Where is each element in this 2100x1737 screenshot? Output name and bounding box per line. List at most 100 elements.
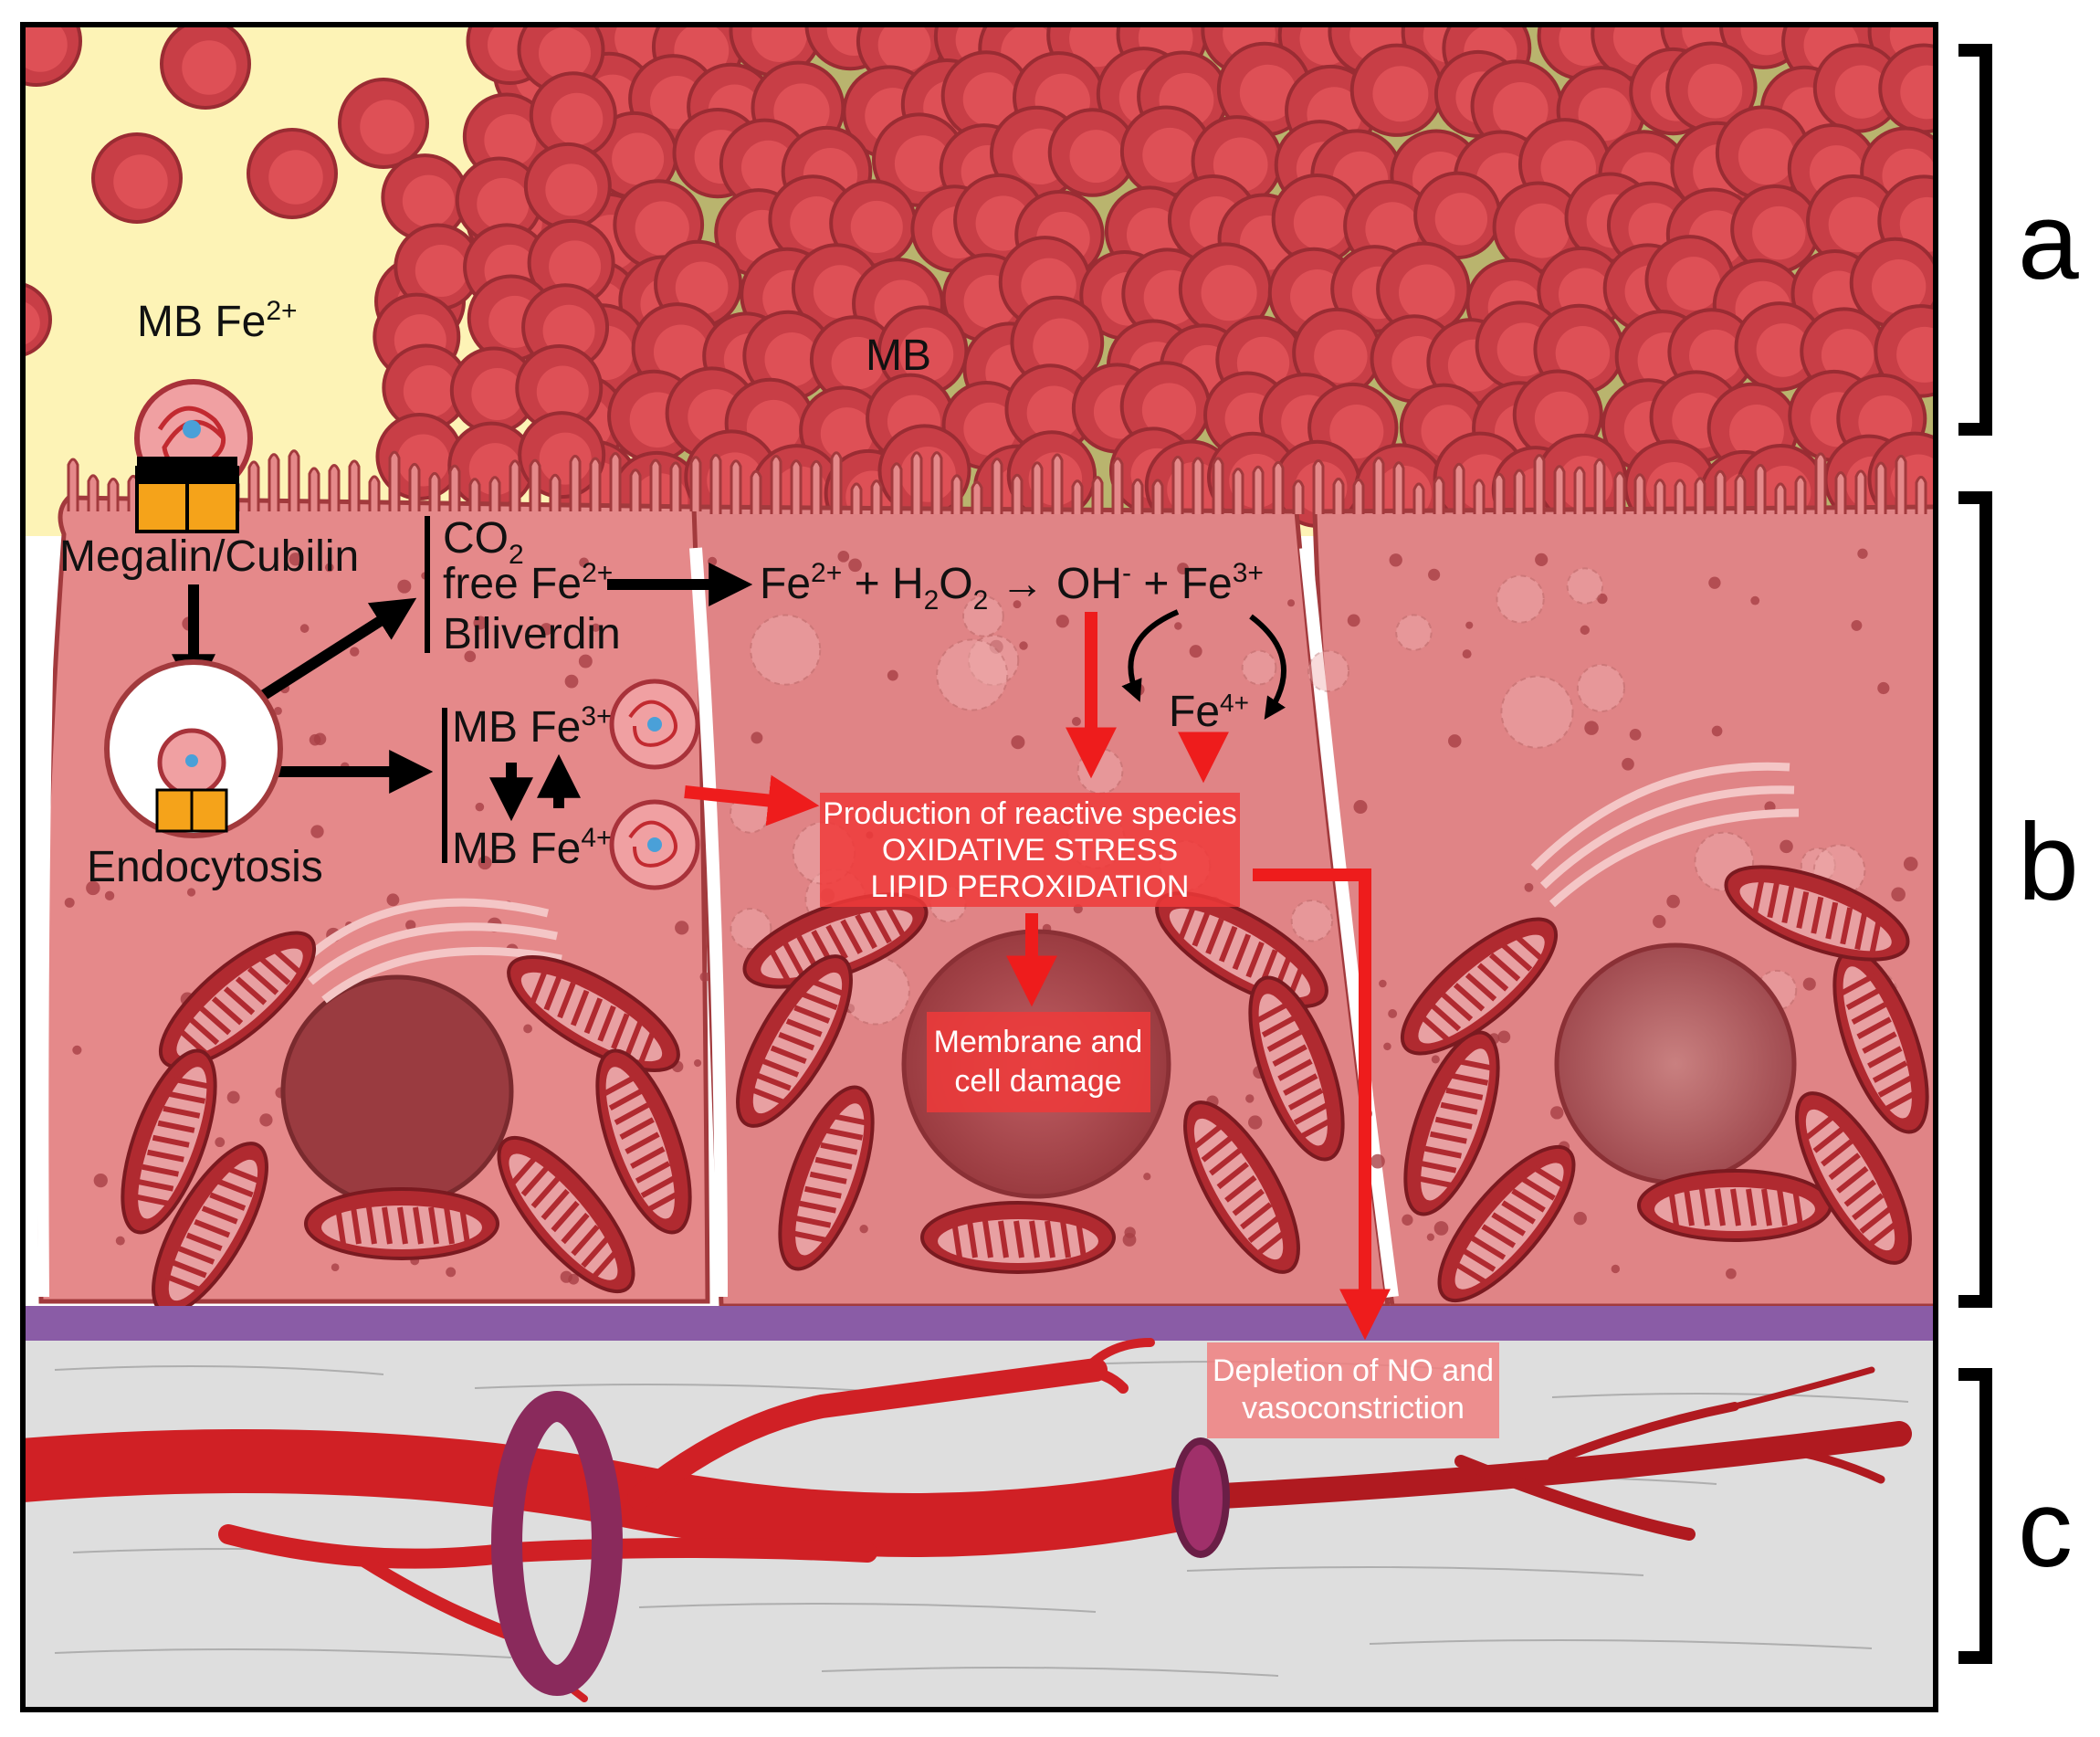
microvillus xyxy=(1714,469,1727,514)
granule xyxy=(1584,721,1599,735)
vacuole xyxy=(936,638,1009,711)
svg-text:Production of reactive species: Production of reactive species xyxy=(823,796,1237,831)
microvillus xyxy=(67,458,79,511)
granule xyxy=(1379,979,1387,988)
black-arrows xyxy=(172,563,753,822)
mitochondrion xyxy=(304,1187,499,1260)
microvillus xyxy=(569,454,582,511)
granule xyxy=(859,1225,868,1234)
microvillus xyxy=(368,475,381,511)
granule xyxy=(1383,1042,1391,1051)
granule xyxy=(1370,1153,1385,1169)
red-blood-cell xyxy=(1734,301,1825,392)
microvillus xyxy=(1011,473,1024,514)
granule xyxy=(675,921,689,935)
vacuole xyxy=(1395,614,1433,651)
microvillus xyxy=(1433,476,1445,514)
granule xyxy=(1550,1106,1564,1120)
granule xyxy=(1462,649,1472,659)
microvillus xyxy=(529,458,541,511)
microvillus xyxy=(1312,458,1325,514)
microvillus xyxy=(1412,482,1425,514)
granule xyxy=(1071,717,1081,727)
nucleus-3 xyxy=(1554,942,1797,1185)
red-blood-cell xyxy=(523,142,612,230)
granule xyxy=(1174,622,1182,630)
vacuole xyxy=(962,595,1004,637)
red-blood-cell xyxy=(1812,43,1904,133)
granule xyxy=(1573,1211,1587,1226)
microvillus xyxy=(348,459,361,511)
microvillus xyxy=(1754,463,1767,514)
label-mb-fe3: MB Fe3+ xyxy=(452,701,613,752)
granule xyxy=(1597,593,1608,605)
granule xyxy=(1726,1268,1737,1279)
svg-text:Depletion of NO and: Depletion of NO and xyxy=(1213,1353,1494,1388)
granule xyxy=(446,1267,457,1278)
granule xyxy=(1465,621,1474,629)
blood-vessel xyxy=(23,1338,1912,1702)
label-mb-fe4: MB Fe4+ xyxy=(452,823,613,873)
microvillus xyxy=(991,458,1003,514)
granule xyxy=(1580,625,1590,636)
red-blood-cell xyxy=(1349,43,1444,137)
mitochondrion xyxy=(1400,917,1559,1056)
microvillus xyxy=(448,464,461,511)
granule xyxy=(64,897,75,908)
constriction-ring-1 xyxy=(491,1391,623,1696)
red-blood-cell xyxy=(1644,235,1736,325)
microvillus xyxy=(1332,477,1345,514)
granule xyxy=(473,616,488,630)
granule xyxy=(837,551,850,563)
granule xyxy=(1011,735,1025,750)
granule xyxy=(1877,681,1890,695)
granule xyxy=(215,1137,226,1148)
granule xyxy=(1802,977,1816,991)
granule xyxy=(1433,1221,1449,1236)
granule xyxy=(1287,599,1296,607)
microvillus xyxy=(509,459,521,511)
reactive-species-box: Production of reactive species OXIDATIVE… xyxy=(820,793,1240,907)
microvillus xyxy=(1493,472,1506,514)
mitochondrion xyxy=(736,954,853,1128)
microvillus xyxy=(288,449,300,511)
microvillus xyxy=(810,459,823,514)
microvillus xyxy=(971,480,983,514)
microvillus xyxy=(1091,476,1104,514)
red-blood-cell xyxy=(1413,171,1502,260)
microvillus xyxy=(1654,479,1666,514)
granule xyxy=(1903,857,1918,871)
microvillus xyxy=(1212,457,1224,514)
membrane-damage-box: Membrane and cell damage xyxy=(927,1012,1150,1112)
label-free-fe2: free Fe2+ xyxy=(443,558,613,608)
granule xyxy=(1708,576,1721,589)
granule xyxy=(331,1263,340,1272)
granule xyxy=(273,706,282,715)
section-label-b: b xyxy=(2018,801,2079,923)
mitochondrion xyxy=(152,1142,268,1315)
microvillus xyxy=(1674,479,1686,514)
label-mb: MB xyxy=(866,332,931,380)
microvillus xyxy=(1392,461,1405,514)
microvillus xyxy=(1232,468,1244,514)
granule xyxy=(1402,1214,1413,1226)
microvillus xyxy=(408,462,421,511)
vacuole xyxy=(1496,574,1545,624)
granule xyxy=(1666,894,1680,909)
vacuole xyxy=(1576,663,1626,713)
label-fe4: Fe4+ xyxy=(1169,688,1249,736)
microvillus xyxy=(1151,479,1164,514)
granule xyxy=(397,579,412,594)
microvillus xyxy=(1533,454,1546,514)
microvillus xyxy=(1031,461,1044,514)
red-blood-cell xyxy=(940,50,1032,142)
red-blood-cell xyxy=(23,25,82,87)
red-blood-cell xyxy=(338,78,429,169)
section-label-c: c xyxy=(2018,1468,2073,1590)
microvillus xyxy=(950,474,963,514)
microvillus xyxy=(790,459,803,514)
intercellular-gap-2 xyxy=(1299,547,1399,1298)
microvillus xyxy=(1051,453,1064,514)
red-blood-cell xyxy=(91,132,183,224)
